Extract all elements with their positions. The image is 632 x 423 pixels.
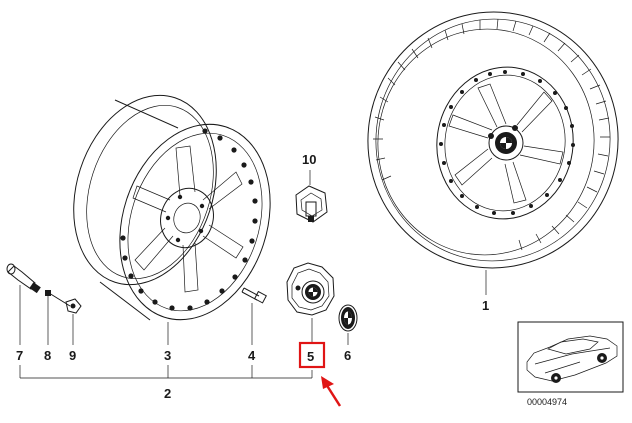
label-part-1: 1	[482, 298, 489, 313]
highlighted-part-callout[interactable]: 5	[298, 341, 326, 369]
tire-tread	[373, 18, 610, 251]
label-part-7: 7	[16, 348, 23, 363]
leader-lines	[19, 170, 487, 379]
label-part-10: 10	[302, 152, 316, 167]
label-part-4: 4	[248, 348, 256, 363]
car-silhouette-icon	[526, 335, 618, 383]
label-part-8: 8	[44, 348, 51, 363]
wheel-spokes	[448, 83, 564, 204]
rim-bolt[interactable]	[241, 287, 267, 304]
diagram-reference-number: 00004974	[527, 397, 567, 407]
rim-lip-bolts	[120, 128, 258, 311]
label-part-3: 3	[164, 348, 171, 363]
wheel-emblem[interactable]	[338, 304, 358, 332]
hub-nut[interactable]	[295, 185, 328, 223]
vehicle-location-thumbnail: 00004974	[517, 321, 624, 407]
tire-valve[interactable]	[6, 263, 41, 294]
label-part-5: 5	[307, 349, 314, 364]
valve-cap[interactable]	[65, 298, 82, 314]
highlight-arrow	[321, 376, 342, 407]
label-part-6: 6	[344, 348, 351, 363]
rim-spokes	[132, 145, 244, 293]
rim-exploded[interactable]	[50, 77, 294, 340]
label-part-2: 2	[164, 386, 171, 401]
complete-wheel-with-tire[interactable]	[351, 0, 632, 284]
rim-bolts	[439, 70, 575, 215]
center-cap[interactable]	[286, 262, 335, 316]
label-part-9: 9	[69, 348, 76, 363]
